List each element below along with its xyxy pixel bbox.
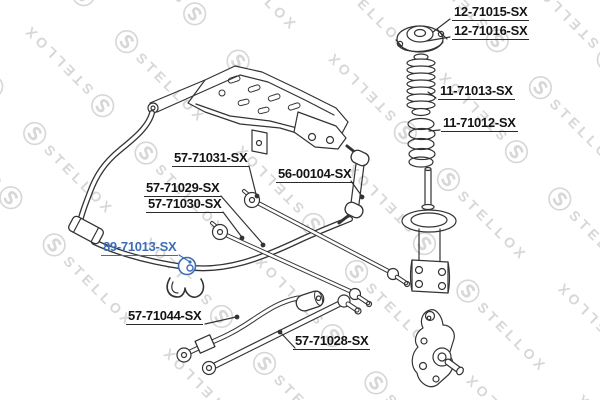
lateral-rod-lower-drawing	[210, 221, 373, 308]
stabilizer-link-drawing	[337, 144, 370, 225]
stabilizer-bar-drawing	[67, 110, 353, 272]
trailing-rod-drawing	[176, 290, 325, 363]
knuckle-drawing	[411, 309, 464, 388]
strut-drawing	[401, 166, 457, 294]
lateral-rod-upper-drawing	[242, 189, 411, 288]
subframe-drawing	[147, 65, 349, 155]
part-label-57-71044-sx[interactable]: 57-71044-SX	[126, 308, 204, 325]
dust-boot-drawing	[406, 53, 436, 117]
part-label-12-71016-sx[interactable]: 12-71016-SX	[452, 23, 530, 40]
leader-lines	[178, 18, 451, 349]
part-label-89-71013-sx-highlighted[interactable]: 89-71013-SX	[101, 239, 179, 256]
strut-mount-drawing	[395, 25, 448, 53]
part-label-57-71029-sx[interactable]: 57-71029-SX	[144, 180, 222, 197]
part-label-57-71028-sx[interactable]: 57-71028-SX	[293, 333, 371, 350]
part-label-57-71031-sx[interactable]: 57-71031-SX	[172, 150, 250, 167]
stabilizer-bushing-bracket-drawing	[166, 277, 205, 298]
part-label-56-00104-sx[interactable]: 56-00104-SX	[276, 166, 354, 183]
part-label-11-71013-sx[interactable]: 11-71013-SX	[438, 83, 515, 100]
part-label-11-71012-sx[interactable]: 11-71012-SX	[441, 115, 518, 132]
part-label-57-71030-sx[interactable]: 57-71030-SX	[146, 196, 224, 213]
straight-rod-drawing	[201, 294, 362, 376]
coil-spring-drawing	[407, 117, 436, 168]
part-label-12-71015-sx[interactable]: 12-71015-SX	[452, 4, 530, 21]
